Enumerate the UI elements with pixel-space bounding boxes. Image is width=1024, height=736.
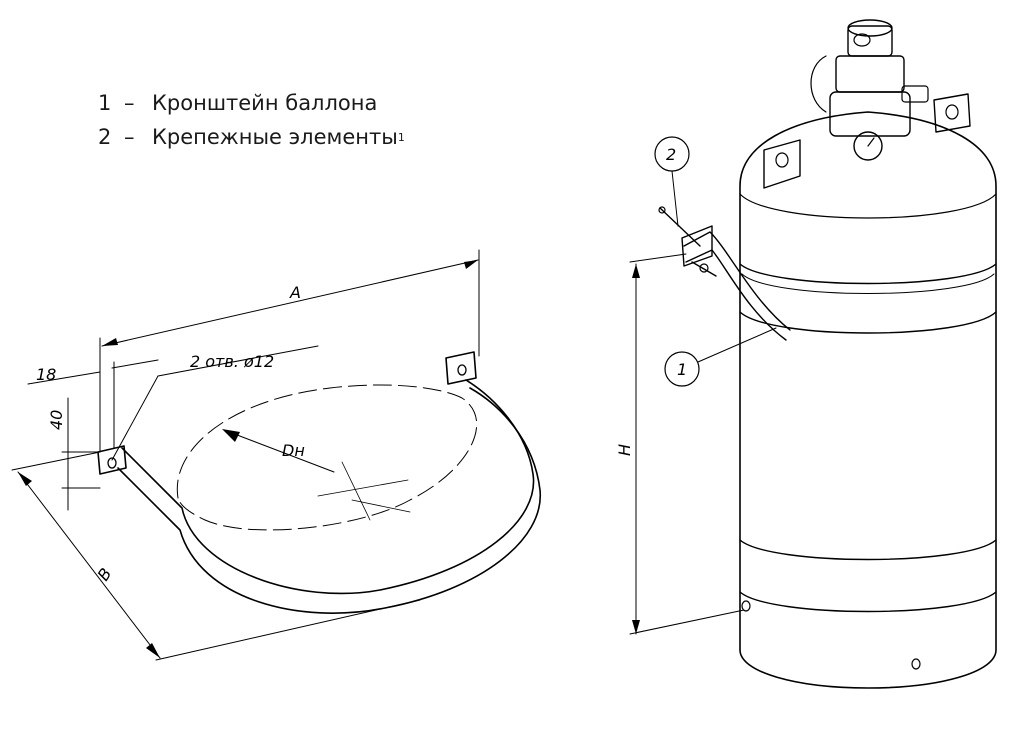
dimension-h-label: H xyxy=(615,444,634,456)
extension-line xyxy=(629,253,687,263)
center-line xyxy=(351,499,411,513)
bracket-drawing: Dн A 18 2 отв. ø12 40 B xyxy=(11,249,541,661)
legend-footnote-marker: 1 xyxy=(397,130,405,144)
valve-body xyxy=(835,55,905,93)
valve-assembly xyxy=(810,19,929,161)
dimension-arrow xyxy=(464,260,478,269)
dimension-arrow xyxy=(222,429,240,442)
callout-bubble-1 xyxy=(664,351,700,387)
mounting-strap-inner xyxy=(685,249,787,341)
lug-hole xyxy=(945,104,959,120)
lifting-lug-right xyxy=(933,93,971,133)
bracket-strap-inner xyxy=(117,387,541,614)
dimension-arrow xyxy=(102,338,118,346)
base-hole xyxy=(911,658,921,670)
pressure-gauge xyxy=(853,131,883,161)
holes-leader-shelf xyxy=(157,345,319,377)
dimension-18-label: 18 xyxy=(36,365,56,384)
dimension-arrow xyxy=(18,472,32,486)
cylinder-body xyxy=(739,111,997,689)
callout-label-2: 2 xyxy=(666,145,676,164)
legend-dash: – xyxy=(124,125,135,149)
callout-leader-1 xyxy=(697,327,777,363)
dimension-a-label: A xyxy=(289,283,301,302)
valve-base xyxy=(829,91,911,137)
gauge-needle xyxy=(867,137,875,147)
valve-chain xyxy=(810,55,827,113)
base-hole xyxy=(741,600,751,612)
diameter-dimension-line xyxy=(223,429,335,473)
dimension-arrow xyxy=(632,264,640,278)
valve-cap-top xyxy=(847,19,893,37)
center-line xyxy=(317,479,409,497)
fastener-nut xyxy=(699,263,709,273)
band-top-lower xyxy=(739,311,997,334)
dimension-a-line xyxy=(101,259,479,347)
legend-text: Кронштейн баллона xyxy=(152,91,378,115)
extension-line xyxy=(11,451,101,471)
mounting-tab-left xyxy=(97,445,127,475)
dimension-arrow xyxy=(632,620,640,634)
legend-text: Крепежные элементы xyxy=(152,125,398,149)
dimension-arrow xyxy=(146,643,160,658)
center-line xyxy=(341,461,371,521)
bracket-strap-outer xyxy=(121,379,535,595)
fastener-bolt xyxy=(659,207,701,247)
legend-number: 1 xyxy=(98,91,112,115)
valve-knob xyxy=(853,33,871,47)
extension-line xyxy=(629,609,745,635)
band-bottom-lower xyxy=(739,591,997,613)
dimension-b-label: B xyxy=(94,565,116,585)
cylinder-outline-dashed xyxy=(176,384,478,531)
strap-end-tab xyxy=(681,225,713,267)
legend-number: 2 xyxy=(98,125,112,149)
mounting-hole-right xyxy=(457,364,467,376)
legend-item-bracket: 1 – Кронштейн баллона xyxy=(98,86,405,120)
band-top xyxy=(739,263,997,285)
dimension-40-label: 40 xyxy=(47,410,66,430)
cylinder-drawing: H 1 2 xyxy=(615,19,997,689)
diameter-label: Dн xyxy=(282,441,305,460)
shoulder-line xyxy=(739,193,997,219)
fastener-bolt xyxy=(691,261,717,277)
dimension-18-line xyxy=(111,359,159,369)
dimension-b-line xyxy=(17,471,161,659)
holes-leader xyxy=(111,375,159,461)
holes-label: 2 отв. ø12 xyxy=(190,352,274,371)
mounting-strap xyxy=(683,231,791,331)
legend-dash: – xyxy=(124,91,135,115)
mounting-hole-left xyxy=(107,457,117,469)
lug-hole xyxy=(775,152,789,168)
callout-leader-2 xyxy=(671,170,679,227)
lifting-lug-left xyxy=(763,139,801,189)
legend: 1 – Кронштейн баллона 2 – Крепежные элем… xyxy=(98,86,405,154)
mounting-tab-right xyxy=(445,351,477,385)
band-top-edge xyxy=(741,273,995,294)
extension-line xyxy=(155,599,421,661)
band-bottom xyxy=(739,539,997,561)
callout-label-1: 1 xyxy=(677,360,687,379)
legend-item-fasteners: 2 – Крепежные элементы 1 xyxy=(98,120,405,154)
fastener-nut xyxy=(658,206,666,214)
valve-outlet xyxy=(901,85,929,103)
dimension-18-line xyxy=(27,371,101,385)
